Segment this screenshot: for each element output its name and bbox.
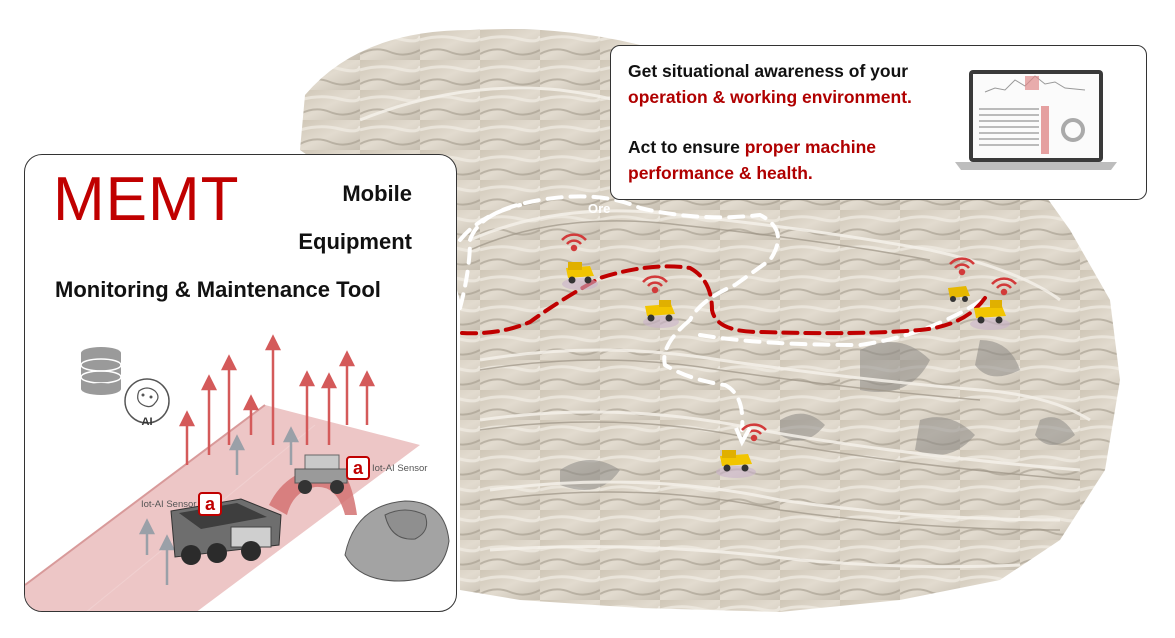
- sensor-logo-glyph: a: [353, 458, 364, 478]
- truck-3: [948, 257, 975, 302]
- ai-badge-label: AI: [142, 416, 153, 428]
- iot-sensor-logo-right: a: [346, 456, 370, 480]
- action-highlight-2: performance & health.: [628, 163, 813, 184]
- wifi-signal-icon: [991, 277, 1017, 296]
- subtitle-mobile: Mobile: [342, 181, 412, 206]
- bench-contours: [359, 86, 1091, 569]
- data-arrows: [138, 334, 376, 585]
- info-card: Get situational awareness of your operat…: [610, 45, 1147, 200]
- pit-shadows: [560, 340, 1075, 490]
- wifi-signal-icon: [561, 233, 587, 252]
- truck-1: [561, 233, 598, 290]
- sensor-label-left: Iot-AI Sensor: [141, 499, 197, 510]
- awareness-text: Get situational awareness of your operat…: [628, 58, 912, 111]
- awareness-highlight: operation & working environment.: [628, 87, 912, 108]
- sensor-logo-glyph: a: [205, 494, 216, 514]
- sensor-label-right: Iot-AI Sensor: [372, 463, 428, 474]
- arrow-down-icon: [734, 427, 752, 447]
- wifi-signal-icon: [642, 275, 668, 294]
- action-line: Act to ensure proper machine: [628, 134, 876, 160]
- action-highlight-1: proper machine: [744, 137, 876, 157]
- wifi-signal-icon: [949, 257, 975, 276]
- laptop-dashboard-icon: [955, 70, 1117, 170]
- truck-5: [716, 423, 767, 478]
- truck-2: [642, 275, 679, 328]
- action-text: Act to ensure proper machine performance…: [628, 134, 876, 187]
- iot-sensor-logo-left: a: [198, 492, 222, 516]
- haul-route: [460, 264, 987, 336]
- ai-brain-icon: [124, 378, 170, 424]
- haul-truck: [170, 498, 282, 565]
- ore-route: [458, 194, 987, 432]
- loader-machine: [294, 454, 348, 494]
- ore-label: Ore: [588, 201, 610, 216]
- memt-panel: MEMT Mobile Equipment Monitoring & Maint…: [24, 154, 457, 612]
- sensor-illustration: AI: [25, 334, 450, 611]
- action-lead: Act to ensure: [628, 137, 740, 157]
- product-title: MEMT: [53, 165, 240, 234]
- rock-pile: [344, 500, 450, 582]
- database-icon: [80, 347, 122, 395]
- awareness-line: Get situational awareness of your: [628, 61, 909, 81]
- truck-4: [970, 277, 1017, 330]
- subtitle-equipment: Equipment: [298, 229, 412, 254]
- subtitle-tool: Monitoring & Maintenance Tool: [55, 277, 381, 302]
